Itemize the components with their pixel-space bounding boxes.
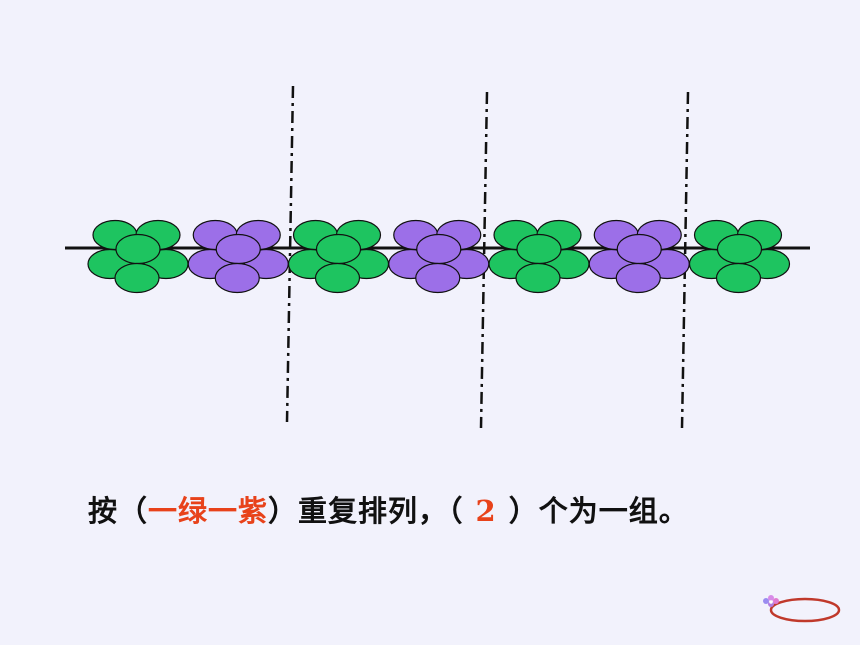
sentence-suffix: ）个为一组。 (508, 494, 689, 528)
bead-cluster-green (488, 219, 590, 294)
question-sentence: 按（一绿一紫）重复排列，（ 2 ）个为一组。 (88, 488, 689, 530)
pattern-answer: 一绿一紫 (148, 494, 269, 528)
bead-green (515, 262, 561, 294)
count-answer: 2 (475, 494, 497, 528)
bead-cluster-purple (588, 219, 690, 294)
bead-green (716, 233, 763, 265)
bead-purple (215, 233, 261, 265)
bead-green (314, 262, 361, 294)
bead-purple (616, 233, 662, 265)
next-slide-button[interactable] (763, 595, 841, 623)
bead-cluster-green (688, 219, 791, 294)
bead-purple (214, 262, 260, 294)
bead-cluster-green (287, 219, 390, 294)
bead-purple (615, 262, 661, 294)
bead-cluster-green (87, 219, 189, 294)
bead-green (516, 233, 562, 265)
flower-icon (763, 595, 779, 607)
bead-green (114, 262, 160, 294)
bead-purple (415, 262, 461, 294)
bead-green (715, 262, 762, 294)
bead-green (115, 233, 161, 265)
divider-line-1 (285, 85, 295, 423)
bead-green (315, 233, 362, 265)
bead-row (87, 219, 791, 294)
bead-cluster-purple (187, 219, 289, 294)
bead-cluster-purple (388, 219, 490, 294)
sentence-middle: ）重复排列，（ (268, 494, 464, 528)
bead-purple (416, 233, 462, 265)
sentence-prefix: 按（ (88, 494, 149, 528)
